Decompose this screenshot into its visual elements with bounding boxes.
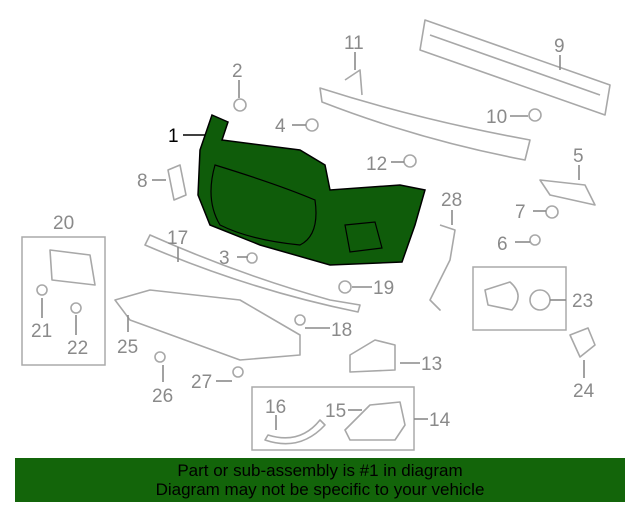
callout-4[interactable]: 4 (275, 116, 286, 137)
sensor-part-23[interactable] (484, 281, 551, 311)
callout-2[interactable]: 2 (232, 61, 243, 82)
group-box-20 (21, 236, 106, 366)
callout-23[interactable]: 23 (572, 291, 593, 312)
impact-bar-part[interactable] (419, 19, 611, 116)
callout-15[interactable]: 15 (325, 401, 346, 422)
callout-19[interactable]: 19 (373, 278, 394, 299)
callout-3[interactable]: 3 (219, 248, 230, 269)
callout-16[interactable]: 16 (265, 397, 286, 418)
callout-28[interactable]: 28 (441, 190, 462, 211)
callout-24[interactable]: 24 (573, 381, 595, 402)
deflector-part-17[interactable] (144, 234, 361, 313)
callout-21[interactable]: 21 (31, 321, 52, 342)
callout-27[interactable]: 27 (191, 372, 212, 393)
callout-1[interactable]: 1 (168, 126, 179, 147)
callout-7[interactable]: 7 (515, 202, 526, 223)
sensor-bracket-part-24[interactable] (569, 327, 596, 358)
bracket-part-8[interactable] (167, 164, 187, 201)
diagram-notice-banner: Part or sub-assembly is #1 in diagram Di… (15, 458, 625, 502)
callout-18[interactable]: 18 (331, 320, 352, 341)
shield-part-25[interactable] (114, 289, 301, 361)
notice-line-1: Part or sub-assembly is #1 in diagram (177, 461, 463, 480)
callout-5[interactable]: 5 (573, 146, 584, 167)
callout-11[interactable]: 11 (344, 33, 364, 54)
callout-12[interactable]: 12 (366, 154, 387, 175)
fog-bezel-part-13[interactable] (349, 339, 396, 373)
notice-line-2: Diagram may not be specific to your vehi… (155, 480, 485, 499)
trim-part-16[interactable] (264, 419, 326, 445)
energy-absorber-part[interactable] (319, 69, 531, 161)
callout-17[interactable]: 17 (167, 228, 188, 249)
callout-10[interactable]: 10 (486, 107, 507, 128)
bracket-part-5[interactable] (539, 179, 596, 206)
callout-13[interactable]: 13 (421, 354, 442, 375)
callout-6[interactable]: 6 (497, 234, 508, 255)
harness-part-28[interactable] (429, 224, 456, 311)
callout-14[interactable]: 14 (429, 410, 451, 431)
group-box-23 (472, 266, 567, 331)
callout-22[interactable]: 22 (67, 338, 88, 359)
callout-25[interactable]: 25 (117, 337, 138, 358)
license-bracket-part-20[interactable] (49, 249, 96, 286)
callout-20[interactable]: 20 (53, 213, 74, 234)
bumper-cover-part[interactable] (197, 113, 426, 266)
callout-26[interactable]: 26 (152, 386, 173, 407)
callout-8[interactable]: 8 (137, 171, 148, 192)
callout-9[interactable]: 9 (554, 36, 565, 57)
fog-bezel-part-15[interactable] (344, 401, 406, 441)
